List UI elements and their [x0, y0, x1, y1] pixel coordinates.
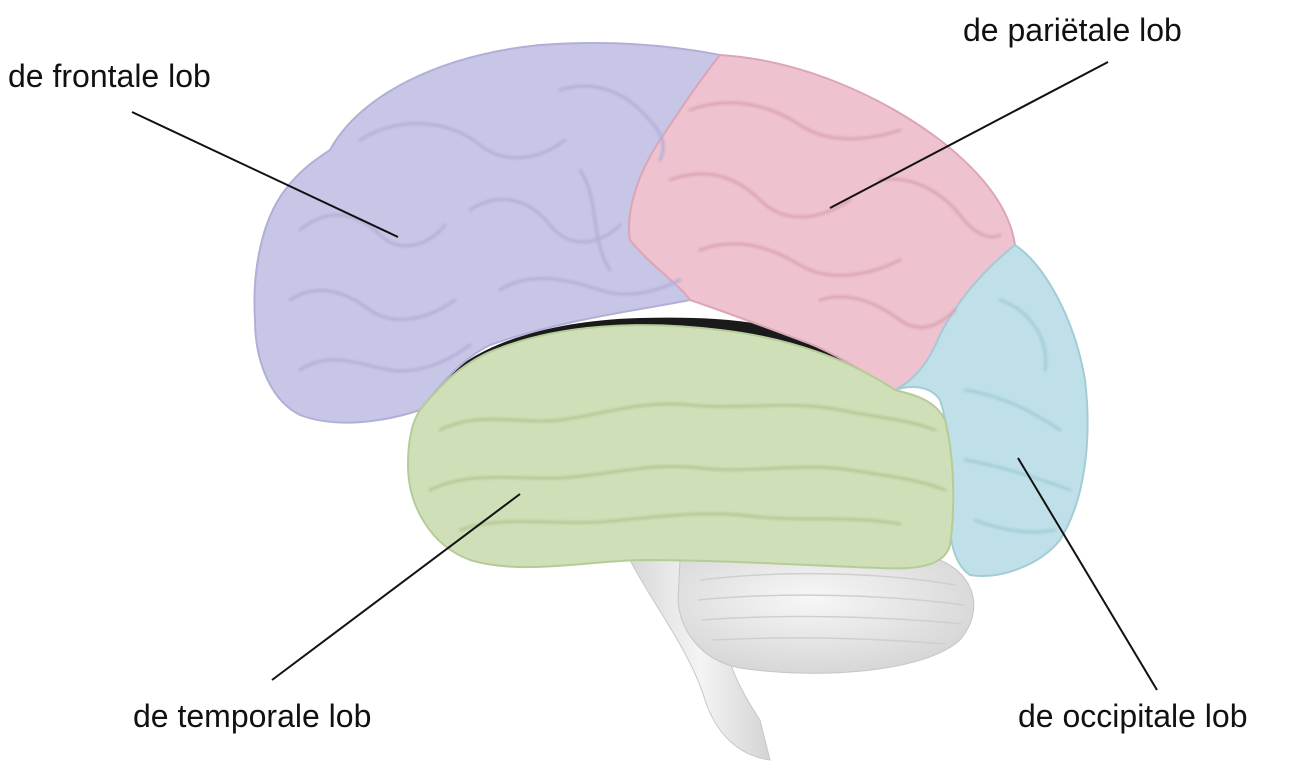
cerebellum	[678, 549, 974, 674]
leader-line-temporal	[272, 494, 520, 680]
leader-line-occipital	[1018, 458, 1157, 690]
label-temporal-lobe: de temporale lob	[133, 700, 371, 732]
label-occipital-lobe: de occipitale lob	[1018, 700, 1247, 732]
label-frontal-lobe: de frontale lob	[8, 60, 211, 92]
label-parietal-lobe: de pariëtale lob	[963, 14, 1182, 46]
